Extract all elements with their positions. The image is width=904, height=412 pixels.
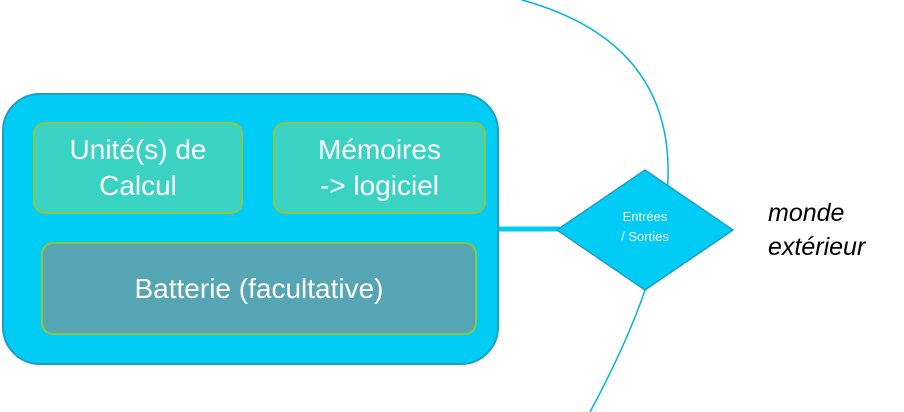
outside-world-label: monde extérieur (768, 196, 865, 264)
battery-box: Batterie (facultative) (41, 242, 477, 335)
battery-label: Batterie (facultative) (134, 272, 384, 304)
io-label-line1: Entrées (622, 209, 668, 224)
io-diamond (555, 169, 735, 291)
compute-unit-line2: Calcul (99, 170, 177, 201)
outside-world-line1: monde (768, 199, 845, 227)
memory-line2: -> logiciel (319, 170, 440, 201)
compute-unit-box: Unité(s) de Calcul (33, 122, 243, 214)
compute-unit-line1: Unité(s) de (69, 134, 207, 165)
io-label: Entrées / Sorties (597, 207, 693, 247)
io-label-line2: / Sorties (621, 229, 669, 244)
outside-world-line2: extérieur (768, 233, 866, 261)
memory-box: Mémoires -> logiciel (273, 122, 486, 214)
world-boundary-arc (521, 0, 669, 412)
memory-line1: Mémoires (318, 134, 441, 165)
